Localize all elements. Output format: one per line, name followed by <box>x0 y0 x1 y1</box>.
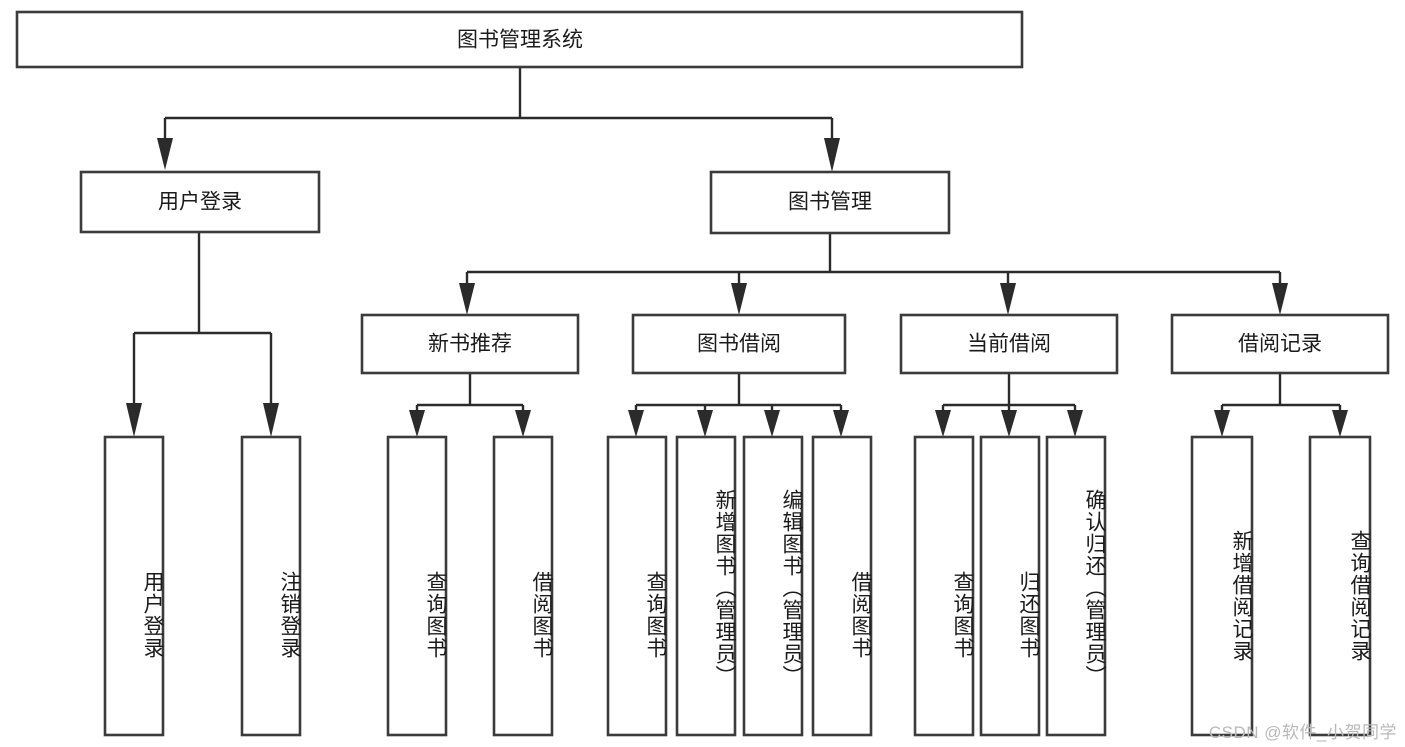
node-box-user-login[interactable] <box>79 170 321 234</box>
label-borrow-record: 借阅记录 <box>1238 333 1322 356</box>
node-box-book-management[interactable] <box>709 170 951 235</box>
arrow-head-edit-book <box>764 410 780 437</box>
arrow-head-borrow-book-1 <box>515 410 531 437</box>
leaf-box-edit-book[interactable] <box>742 435 804 737</box>
leaf-box-query-book-1[interactable] <box>386 435 448 737</box>
node-box-book-borrow[interactable] <box>631 313 847 375</box>
arrow-head-query-book-1 <box>409 410 425 437</box>
arrow-head-user-login <box>157 138 173 170</box>
arrow-head-add-record <box>1214 410 1230 437</box>
connector-group-book-mgmt <box>459 233 1288 315</box>
label-new-book-recommend: 新书推荐 <box>428 333 512 356</box>
connector-group-new-book <box>409 373 531 437</box>
csdn-watermark: CSDN @软件_小贺同学 <box>1208 723 1397 742</box>
arrow-head-add-book <box>697 410 713 437</box>
leaf-box-borrow-book-1[interactable] <box>492 435 554 737</box>
leaf-box-add-record[interactable] <box>1190 435 1254 737</box>
node-box-current-borrow[interactable] <box>899 313 1119 375</box>
arrow-head-book-mgmt <box>824 138 840 172</box>
arrow-head-book-borrow <box>731 283 747 315</box>
arrow-head-borrow-book-2 <box>833 410 849 437</box>
connector-group-book-borrow <box>628 373 849 437</box>
label-root: 图书管理系统 <box>457 29 583 52</box>
leaf-box-query-book-3[interactable] <box>913 435 975 737</box>
leaf-box-user-login[interactable] <box>103 435 165 737</box>
arrow-head-query-book-2 <box>628 410 644 437</box>
arrow-head-confirm-return <box>1067 410 1083 437</box>
leaf-box-return-book[interactable] <box>979 435 1041 737</box>
arrow-head-leaf-user-login <box>126 403 142 437</box>
leaf-box-query-book-2[interactable] <box>606 435 668 737</box>
arrow-head-query-book-3 <box>935 410 951 437</box>
label-book-management: 图书管理 <box>788 191 872 214</box>
label-current-borrow: 当前借阅 <box>967 333 1051 356</box>
label-user-login: 用户登录 <box>158 191 242 214</box>
connector-group-borrow-record <box>1214 373 1348 437</box>
leaf-box-query-record[interactable] <box>1308 435 1372 737</box>
arrow-head-borrow-record <box>1272 283 1288 315</box>
connector-group-root <box>157 67 840 172</box>
leaf-box-add-book[interactable] <box>675 435 737 737</box>
node-box-new-book-recommend[interactable] <box>360 313 580 375</box>
label-book-borrow: 图书借阅 <box>697 333 781 356</box>
node-box-borrow-record[interactable] <box>1170 313 1390 375</box>
arrow-head-leaf-logout <box>263 403 279 437</box>
connector-group-user-login <box>126 232 279 437</box>
connector-group-current-borrow <box>935 373 1083 437</box>
leaf-box-borrow-book-2[interactable] <box>811 435 873 737</box>
leaf-box-confirm-return[interactable] <box>1045 435 1107 737</box>
arrow-head-query-record <box>1332 410 1348 437</box>
node-box-root[interactable] <box>15 10 1024 69</box>
arrow-head-current-borrow <box>1000 283 1016 315</box>
arrow-head-return-book <box>1001 410 1017 437</box>
arrow-head-new-book <box>459 283 475 315</box>
leaf-box-logout[interactable] <box>240 435 302 737</box>
